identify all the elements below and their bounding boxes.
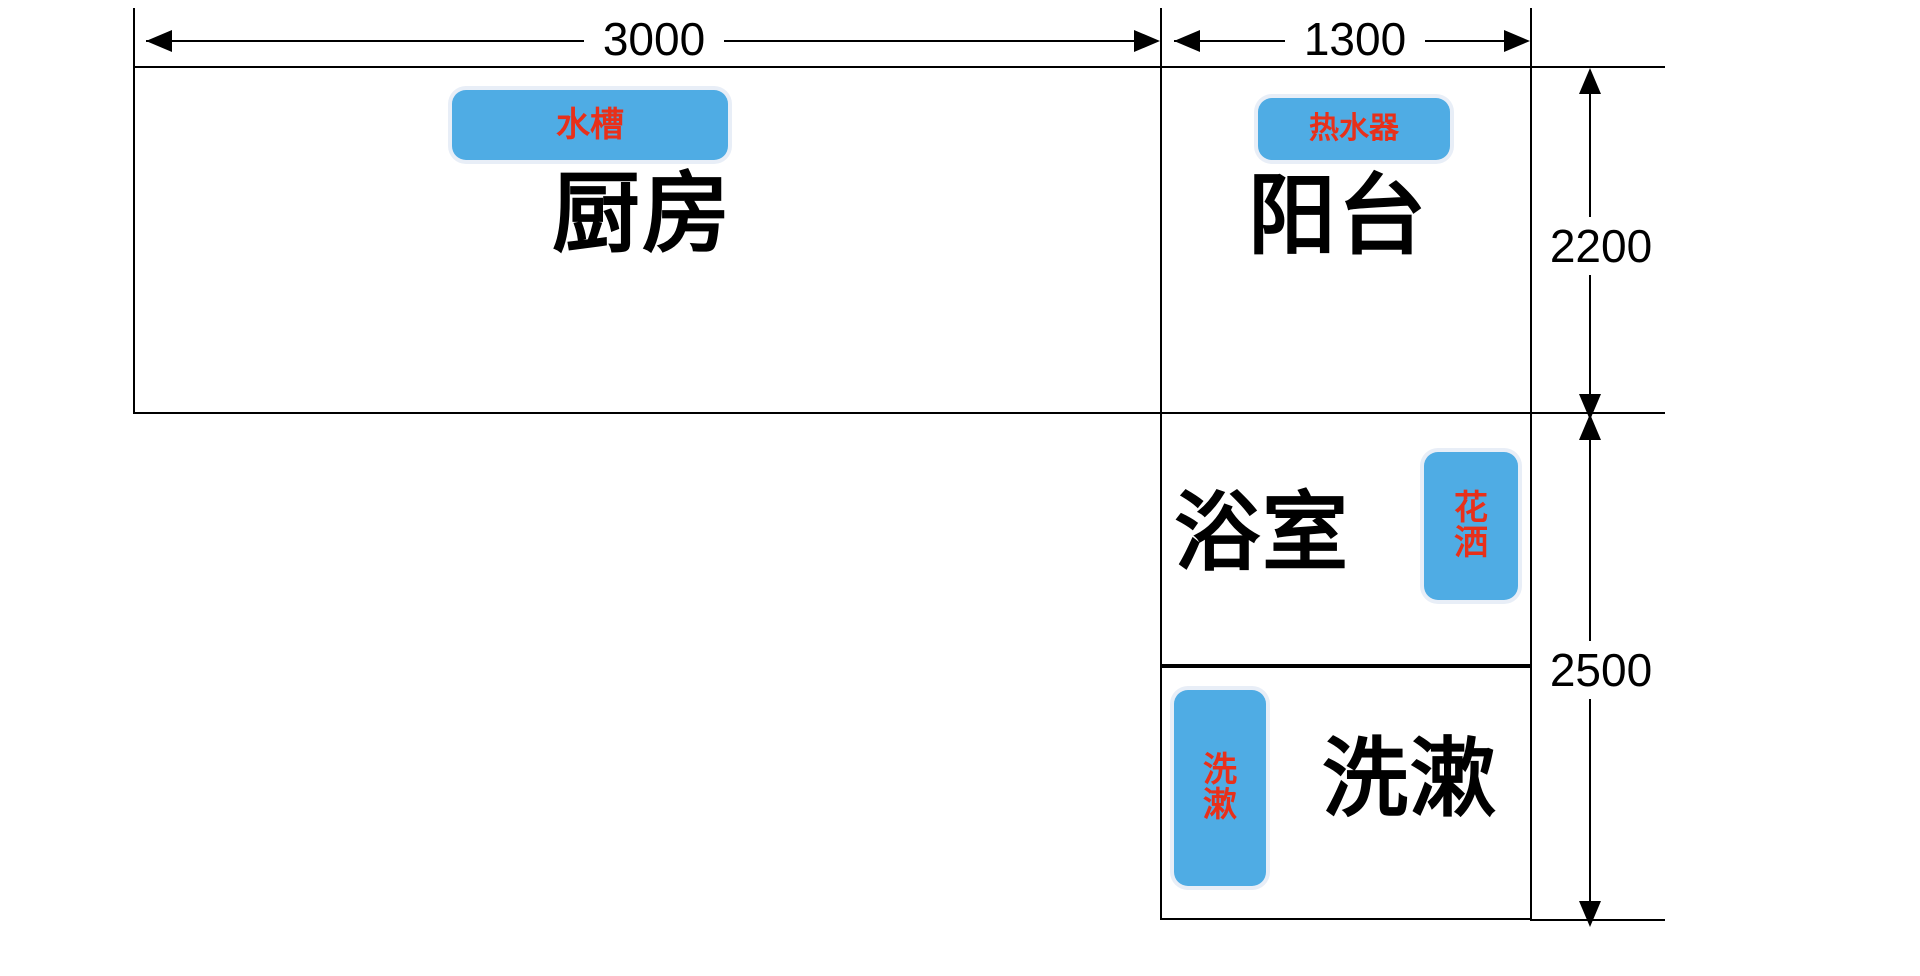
dimension-label-3000: 3000	[584, 16, 724, 62]
dimension-label-1300: 1300	[1285, 16, 1425, 62]
dimension-label-2500: 2500	[1538, 641, 1664, 699]
extension-line-left	[133, 8, 135, 68]
fixture-water-heater[interactable]: 热水器	[1258, 98, 1450, 160]
fixture-label-wash-basin: 洗 漱	[1203, 750, 1237, 825]
fixture-label-sink: 水槽	[556, 104, 624, 145]
fixture-wash-basin[interactable]: 洗 漱	[1174, 690, 1266, 886]
arrow-right-icon	[1134, 30, 1160, 52]
arrow-up-icon	[1579, 68, 1601, 94]
fixture-label-shower: 花 洒	[1454, 488, 1488, 563]
arrow-down-icon	[1579, 394, 1601, 420]
arrow-left-icon	[146, 30, 172, 52]
fixture-label-water-heater: 热水器	[1309, 110, 1399, 146]
room-label-washroom: 洗漱	[1322, 729, 1498, 829]
room-label-bathroom: 浴室	[1174, 483, 1350, 583]
fixture-shower[interactable]: 花 洒	[1424, 452, 1518, 600]
arrow-down-icon	[1579, 901, 1601, 927]
arrow-up-icon	[1579, 414, 1601, 440]
room-label-balcony: 阳台	[1248, 164, 1429, 267]
extension-line-right	[1530, 8, 1532, 68]
dimension-label-2200: 2200	[1538, 217, 1664, 275]
room-label-kitchen: 厨房	[552, 162, 733, 265]
extension-line-top-horizontal	[1530, 66, 1665, 68]
arrow-right-icon	[1504, 30, 1530, 52]
room-bathroom[interactable]	[1160, 412, 1532, 666]
room-washroom[interactable]	[1160, 666, 1532, 920]
extension-line-middle	[1160, 8, 1162, 68]
fixture-sink[interactable]: 水槽	[452, 90, 728, 160]
arrow-left-icon	[1174, 30, 1200, 52]
